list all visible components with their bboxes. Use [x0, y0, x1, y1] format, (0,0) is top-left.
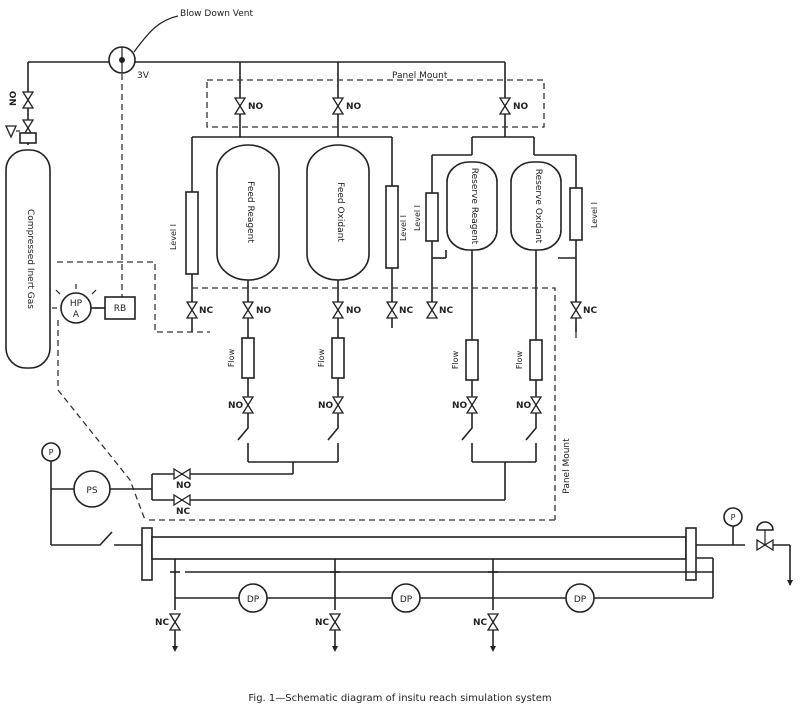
svg-text:NO: NO — [9, 90, 19, 106]
svg-text:Level I: Level I — [169, 224, 178, 250]
three-way-label: 3V — [137, 71, 150, 81]
svg-text:NO: NO — [513, 102, 529, 112]
dp-cell-1: DP — [238, 583, 268, 613]
svg-text:Flow: Flow — [227, 348, 236, 367]
svg-text:NO: NO — [248, 102, 264, 112]
valve-flow-feed-reagent-no: NO — [228, 396, 254, 414]
panel-mount-side-label: Panel Mount — [562, 438, 572, 494]
valve-feed-reagent-no: NO — [242, 301, 272, 319]
level-indicator-feed-reagent: Level I — [169, 191, 199, 275]
svg-text:Flow: Flow — [451, 350, 460, 369]
svg-text:NO: NO — [346, 102, 362, 112]
flow-meter-feed-oxidant: Flow — [317, 337, 345, 379]
feed-oxidant-label: Feed Oxidant — [335, 182, 345, 242]
compressed-gas-cylinder — [5, 149, 51, 369]
blow-down-vent-label: Blow Down Vent — [180, 9, 253, 19]
svg-text:NC: NC — [155, 618, 170, 628]
svg-text:Level I: Level I — [399, 215, 408, 241]
svg-text:NC: NC — [473, 618, 488, 628]
dp-cell-3: DP — [565, 583, 595, 613]
svg-text:A: A — [73, 310, 80, 320]
valve-ps-no: NO — [173, 468, 192, 491]
svg-text:Level I: Level I — [413, 205, 422, 231]
svg-text:NC: NC — [176, 507, 191, 517]
level-indicator-reserve-oxidant: Level I — [569, 187, 599, 241]
valve-level-reserve-oxidant-nc: NC — [570, 301, 598, 319]
svg-text:NO: NO — [346, 306, 362, 316]
flow-meter-reserve-oxidant: Flow — [515, 339, 543, 381]
valve-flow-reserve-reagent-no: NO — [452, 396, 478, 414]
dp-cell-2: DP — [391, 583, 421, 613]
valve-level-feed-reagent-nc: NC — [186, 301, 214, 319]
valve-feed-oxidant-no: NO — [332, 301, 362, 319]
valve-ps-nc: NC — [173, 494, 191, 517]
svg-text:Flow: Flow — [317, 348, 326, 367]
level-indicator-feed-oxidant: Level I — [385, 185, 408, 269]
svg-text:PS: PS — [86, 486, 97, 496]
svg-text:HP: HP — [70, 299, 83, 309]
reach-simulation-column — [151, 536, 687, 560]
svg-text:NC: NC — [439, 306, 454, 316]
svg-text:NO: NO — [256, 306, 272, 316]
svg-text:DP: DP — [574, 595, 587, 605]
compressed-gas-label: Compressed Inert Gas — [25, 209, 35, 309]
valve-header-reserve: NO — [499, 97, 529, 115]
svg-text:NC: NC — [399, 306, 414, 316]
svg-text:NO: NO — [452, 401, 468, 411]
svg-text:NC: NC — [199, 306, 214, 316]
svg-text:P: P — [49, 448, 54, 457]
feed-reagent-label: Feed Reagent — [245, 181, 255, 243]
level-indicator-reserve-reagent: Level I — [413, 192, 439, 242]
svg-text:P: P — [731, 513, 736, 522]
valve-cylinder-no: NO — [9, 90, 34, 109]
svg-text:DP: DP — [247, 595, 260, 605]
svg-text:NC: NC — [315, 618, 330, 628]
valve-header-feed-reagent: NO — [234, 97, 264, 115]
valve-level-reserve-reagent-nc: NC — [426, 301, 454, 319]
svg-text:NO: NO — [516, 401, 532, 411]
flow-meter-feed-reagent: Flow — [227, 337, 255, 379]
valve-level-feed-oxidant-nc: NC — [386, 301, 414, 319]
svg-text:DP: DP — [400, 595, 413, 605]
column-flange-left — [141, 527, 153, 581]
svg-text:NO: NO — [228, 401, 244, 411]
column-flange-right — [685, 527, 697, 581]
reserve-oxidant-label: Reserve Oxidant — [533, 169, 543, 244]
svg-text:NC: NC — [583, 306, 598, 316]
svg-text:RB: RB — [114, 304, 126, 314]
valve-sample-2-nc: NC — [315, 613, 341, 631]
valve-sample-1-nc: NC — [155, 613, 181, 631]
regulator — [19, 132, 37, 144]
svg-text:Flow: Flow — [515, 350, 524, 369]
valve-flow-reserve-oxidant-no: NO — [516, 396, 542, 414]
valve-flow-feed-oxidant-no: NO — [318, 396, 344, 414]
svg-text:Level I: Level I — [590, 202, 599, 228]
valve-header-feed-oxidant: NO — [332, 97, 362, 115]
figure-caption: Fig. 1—Schematic diagram of insitu reach… — [248, 693, 552, 704]
valve-sample-3-nc: NC — [473, 613, 499, 631]
back-pressure-valve — [756, 521, 774, 551]
flow-meter-reserve-reagent: Flow — [451, 339, 479, 381]
reserve-reagent-label: Reserve Reagent — [469, 168, 479, 245]
panel-mount-top-label: Panel Mount — [392, 71, 448, 81]
svg-text:NO: NO — [176, 481, 192, 491]
svg-text:NO: NO — [318, 401, 334, 411]
